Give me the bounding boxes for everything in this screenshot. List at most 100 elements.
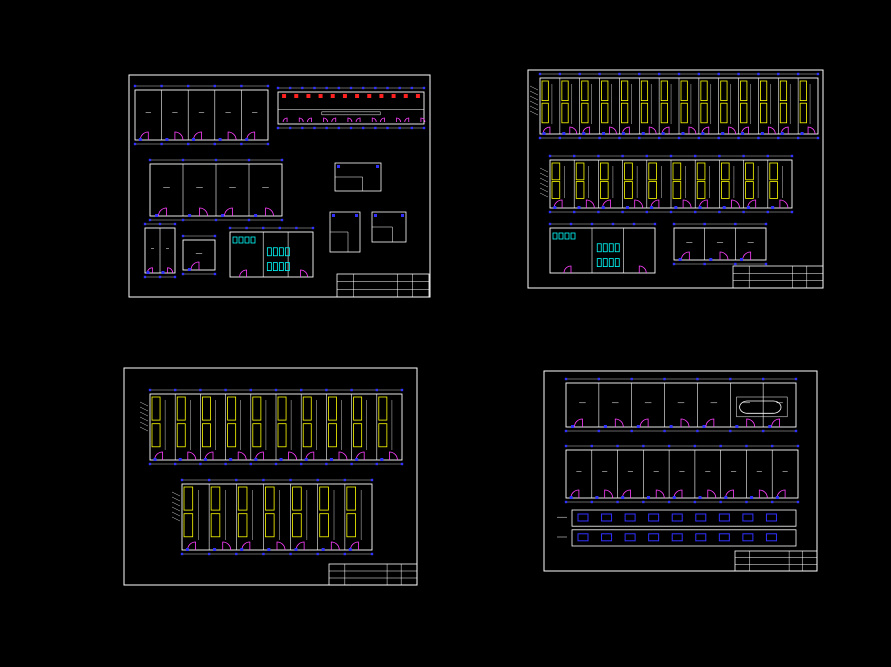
window-marker (188, 214, 192, 217)
floor-plan (564, 444, 800, 504)
dimension-tick (766, 154, 769, 158)
door-swing (680, 418, 690, 428)
dimension-tick (598, 136, 601, 140)
door-swing (807, 126, 816, 135)
dimension-tick (288, 86, 292, 90)
dimension-tick (796, 72, 800, 76)
window-marker (775, 496, 779, 499)
dimension-tick (148, 158, 152, 162)
dimension-tick (311, 226, 315, 230)
door-swing (237, 451, 247, 461)
bed-fixture (769, 162, 778, 181)
dimension-tick (657, 72, 661, 76)
dimension-tick (598, 72, 601, 76)
dimension-tick (632, 222, 636, 226)
bed-fixture (660, 80, 668, 102)
dimension-tick (187, 84, 190, 88)
dimension-tick (207, 478, 211, 482)
bed-fixture (292, 486, 302, 511)
stair-line (539, 177, 549, 183)
dimension-tick (597, 210, 600, 214)
dimension-tick (278, 226, 281, 230)
bed-fixture (672, 162, 682, 181)
dimension-tick (199, 388, 202, 392)
door-swing (187, 451, 197, 461)
sheet-top-right (527, 69, 824, 289)
dimension-tick (370, 478, 374, 482)
dimension-tick (745, 500, 748, 504)
door-swing (771, 418, 780, 428)
column-marker (306, 94, 311, 98)
dimension-tick (794, 429, 798, 433)
window-marker (621, 496, 625, 499)
bed-fixture (265, 513, 275, 538)
window-marker (213, 548, 217, 551)
door-swing (719, 251, 729, 261)
dimension-tick (375, 462, 378, 466)
dimension-tick (677, 136, 681, 140)
dimension-tick (280, 158, 284, 162)
window-marker (800, 132, 804, 135)
dimension-tick (737, 136, 740, 140)
dimension-tick (621, 154, 624, 158)
door-swing (707, 489, 717, 499)
dimension-tick (235, 478, 238, 482)
dimension-tick (717, 72, 720, 76)
title-block (336, 273, 430, 298)
door-swing (222, 541, 232, 551)
window-marker (562, 132, 566, 135)
dimension-tick (214, 158, 218, 162)
window-marker (674, 206, 678, 209)
dimension-tick (160, 84, 163, 88)
wall-outline (571, 509, 797, 527)
window-marker (203, 458, 207, 461)
bed-fixture (378, 396, 388, 421)
bed-fixture (277, 396, 287, 421)
sheet-border (128, 74, 431, 298)
dimension-tick (249, 388, 252, 392)
dimension-tick (374, 214, 377, 217)
dimension-tick (376, 165, 379, 168)
dimension-tick (573, 210, 576, 214)
dimension-tick (240, 142, 243, 146)
toilet-fixture (564, 232, 570, 240)
dimension-tick (693, 500, 697, 504)
dimension-tick (349, 126, 353, 130)
window-marker (165, 138, 169, 141)
window-marker (661, 132, 665, 135)
track-outline (736, 396, 788, 418)
dimension-tick (313, 126, 316, 130)
door-swing (609, 126, 617, 135)
window-marker (254, 214, 258, 217)
bed-fixture (581, 102, 589, 124)
bed-fixture (541, 102, 549, 124)
dimension-tick (361, 86, 365, 90)
dimension-tick (266, 84, 270, 88)
bed-fixture (327, 423, 337, 448)
door-swing (174, 131, 184, 141)
dimension-tick (816, 72, 820, 76)
bed-fixture (680, 102, 688, 124)
bed-fixture (346, 513, 356, 538)
column-marker (403, 94, 408, 98)
window-marker (153, 458, 157, 461)
bed-fixture (648, 162, 657, 181)
door-swing (199, 207, 208, 217)
window-marker (698, 206, 702, 209)
dimension-tick (325, 462, 328, 466)
stair-line (171, 511, 181, 517)
bed-fixture (346, 486, 356, 511)
dimension-tick (249, 462, 252, 466)
elevation (557, 509, 797, 547)
window-marker (760, 132, 764, 135)
bed-fixture (720, 102, 728, 124)
dimension-tick (213, 234, 217, 238)
dimension-tick (703, 222, 706, 226)
dimension-tick (313, 86, 316, 90)
door-swing (688, 126, 697, 135)
bed-fixture (779, 102, 788, 124)
dimension-tick (642, 444, 645, 448)
door-swing (705, 418, 715, 428)
dimension-tick (597, 154, 600, 158)
dimension-tick (276, 86, 280, 90)
